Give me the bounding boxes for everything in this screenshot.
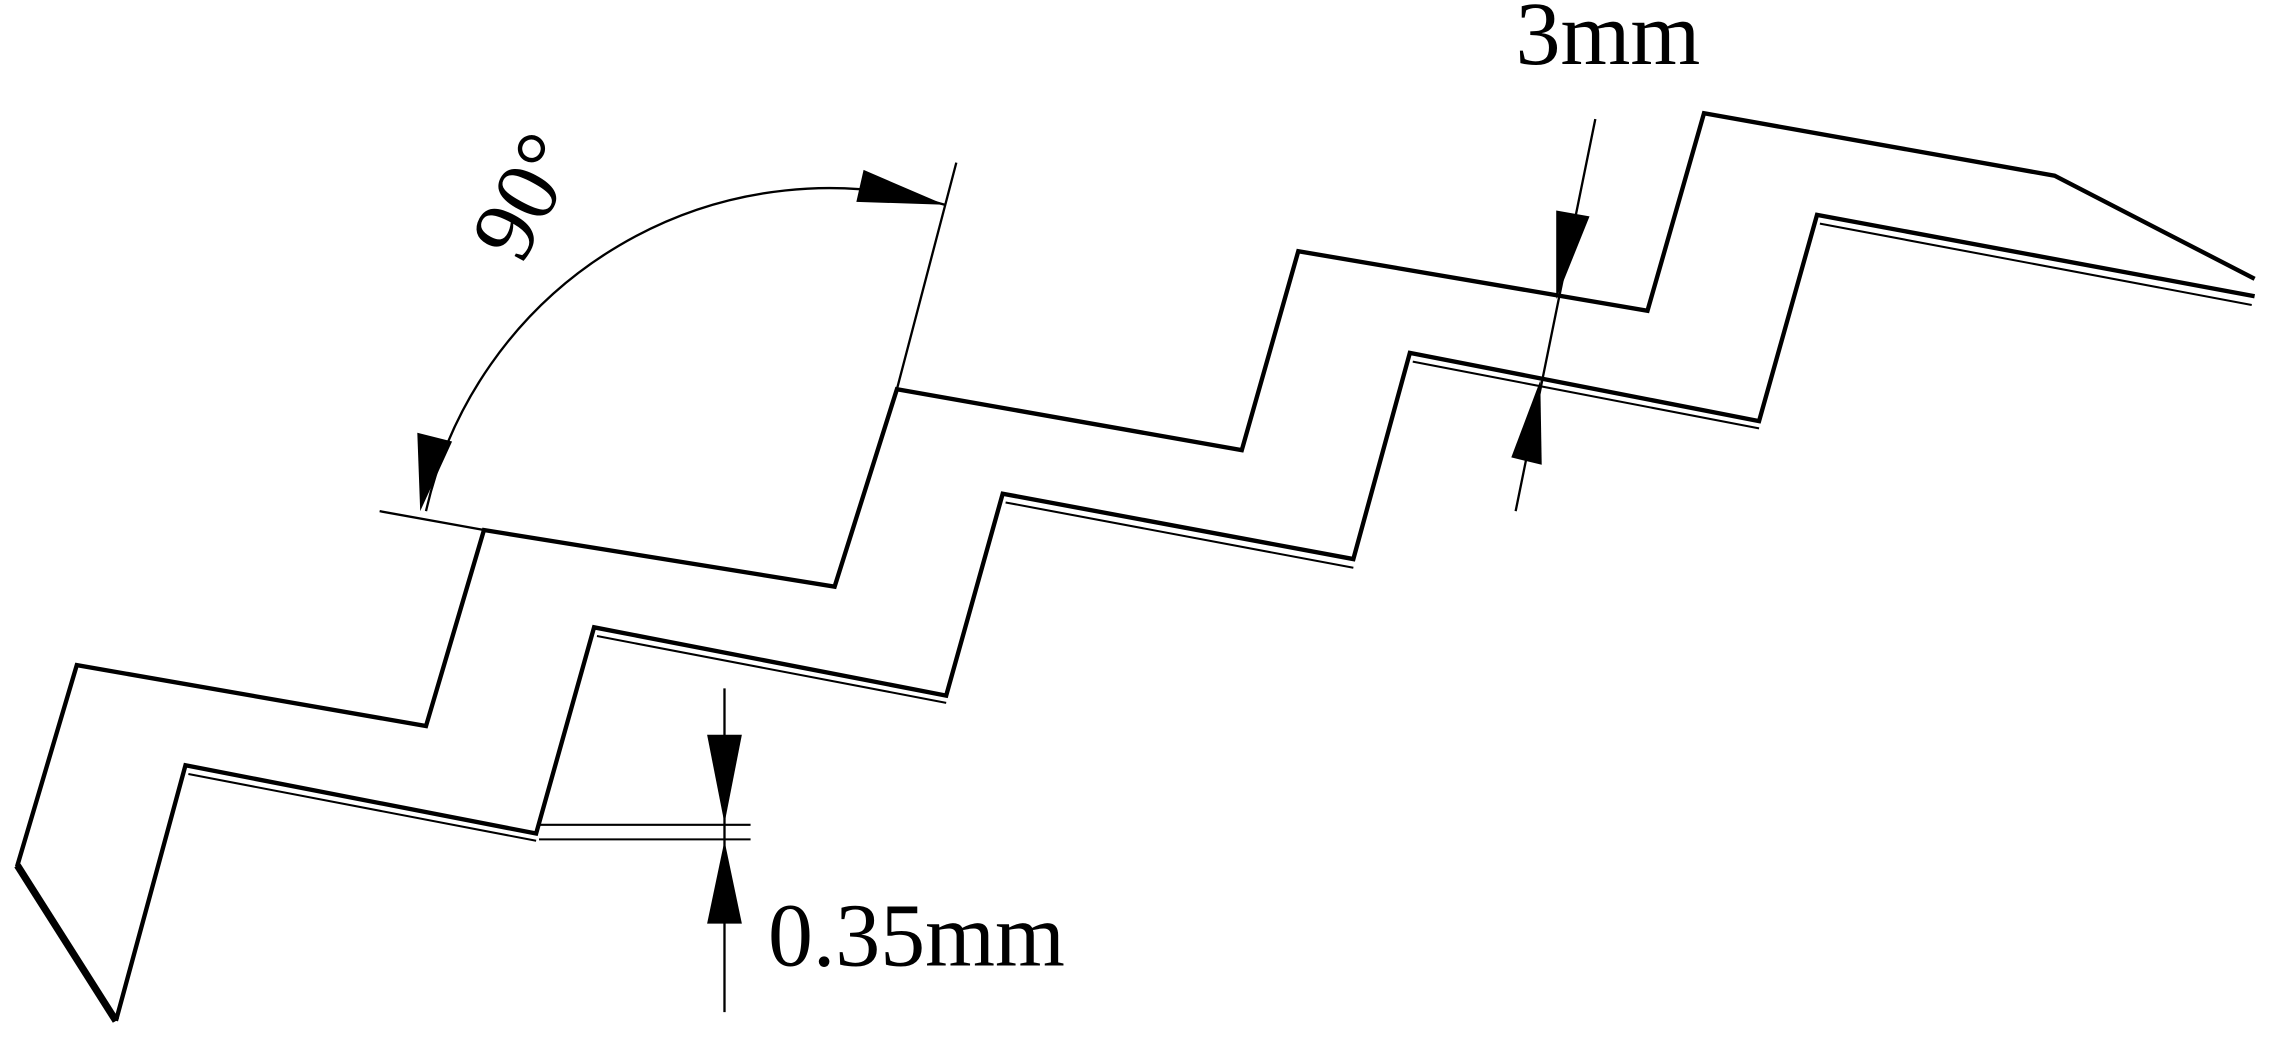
coating-label: 0.35mm <box>768 887 1065 986</box>
angle-extension-line-horizontal <box>379 510 485 532</box>
coating-dimension: 0.35mm <box>539 688 1065 1013</box>
inner-zigzag-outline <box>113 212 2256 1022</box>
thickness-arrow-top <box>1556 210 1590 300</box>
angle-label: 90° <box>452 117 598 275</box>
coating-layer-lines <box>188 222 2252 842</box>
coating-arrow-top <box>707 734 742 824</box>
coating-arrow-bottom <box>707 840 742 924</box>
outer-zigzag-outline <box>15 110 2256 1023</box>
angle-arrow-left <box>417 432 453 512</box>
outer-outline-edge-bottom-left <box>14 863 119 1023</box>
angle-arrow-top <box>856 169 945 205</box>
angle-arc <box>424 186 946 512</box>
thickness-label: 3mm <box>1516 0 1701 84</box>
thickness-arrow-bottom <box>1511 380 1542 465</box>
angle-extension-line-vertical <box>895 162 958 390</box>
thickness-dimension: 3mm <box>1511 0 1701 512</box>
